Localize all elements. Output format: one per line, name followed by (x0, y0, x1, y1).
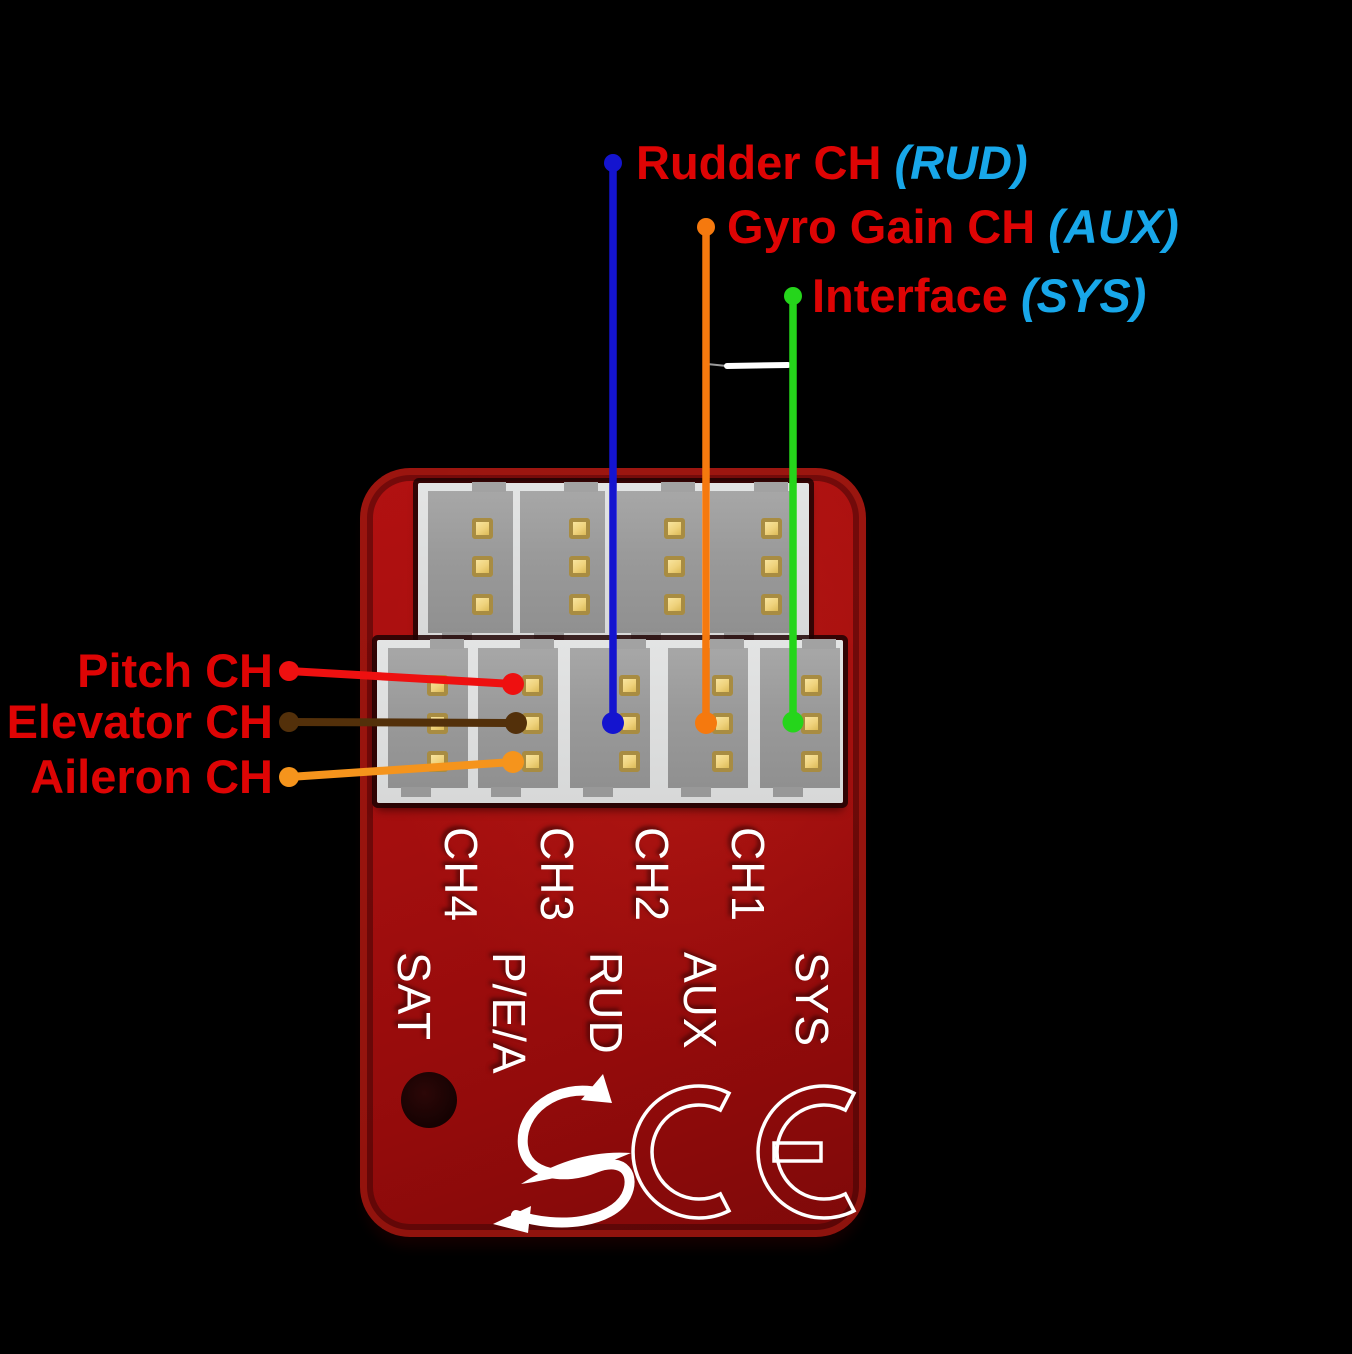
connector-ch2-aux (668, 639, 748, 797)
label-rudder-ch: Rudder CH (RUD) (636, 139, 1028, 187)
connector-ch4 (478, 639, 558, 797)
gold-pin (522, 675, 543, 696)
silkscreen-rud: RUD (580, 952, 632, 1055)
gold-pin (472, 518, 493, 539)
silkscreen-sat: SAT (388, 952, 440, 1042)
connector-sat (388, 639, 468, 797)
label-pitch-ch: Pitch CH (77, 644, 273, 697)
label-gyro-gain-ch: Gyro Gain CH (AUX) (727, 203, 1179, 251)
gold-pin (664, 556, 685, 577)
gold-pin (569, 556, 590, 577)
top-connector-4 (710, 482, 795, 642)
gold-pin (472, 594, 493, 615)
gold-pin (712, 675, 733, 696)
gold-pin (712, 713, 733, 734)
top-connector-2 (520, 482, 605, 642)
top-connector-3 (617, 482, 702, 642)
silkscreen-sys: SYS (786, 952, 838, 1048)
label-elevator-ch: Elevator CH (6, 695, 273, 748)
gold-pin (801, 713, 822, 734)
label-aileron-ch: Aileron CH (30, 750, 273, 803)
gold-pin (619, 751, 640, 772)
gold-pin (712, 751, 733, 772)
silkscreen-ch4: CH4 (435, 827, 487, 923)
gold-pin (761, 518, 782, 539)
label-rudder-ch-code: (RUD) (894, 136, 1028, 189)
label-rudder-ch-text: Rudder CH (636, 136, 895, 189)
connector-ch1-sys (760, 639, 840, 797)
gold-pin (619, 713, 640, 734)
silkscreen-ch3: CH3 (531, 827, 583, 923)
gold-pin (761, 594, 782, 615)
gold-pin (569, 518, 590, 539)
top-connector-1 (428, 482, 513, 642)
gold-pin (801, 675, 822, 696)
gold-pin (761, 556, 782, 577)
gold-pin (427, 751, 448, 772)
bottom-connector-block (377, 639, 843, 803)
gold-pin (569, 594, 590, 615)
label-gyro-gain-text: Gyro Gain CH (727, 200, 1049, 253)
silkscreen-aux: AUX (674, 952, 726, 1050)
glare-streak (706, 362, 791, 369)
label-gyro-gain-code: (AUX) (1048, 200, 1179, 253)
label-interface: Interface (SYS) (812, 272, 1146, 320)
gold-pin (427, 675, 448, 696)
label-interface-text: Interface (812, 269, 1021, 322)
gold-pin (427, 713, 448, 734)
label-interface-code: (SYS) (1020, 269, 1147, 322)
mounting-hole (401, 1072, 457, 1128)
silkscreen-ch2: CH2 (626, 827, 678, 923)
gold-pin (664, 594, 685, 615)
gold-pin (664, 518, 685, 539)
gold-pin (522, 713, 543, 734)
gold-pin (522, 751, 543, 772)
silkscreen-ch1: CH1 (722, 827, 774, 923)
gold-pin (801, 751, 822, 772)
gold-pin (619, 675, 640, 696)
top-connector-block (418, 482, 809, 648)
gold-pin (472, 556, 493, 577)
silkscreen-pea: P/E/A (483, 952, 535, 1075)
connector-ch3-rud (570, 639, 650, 797)
